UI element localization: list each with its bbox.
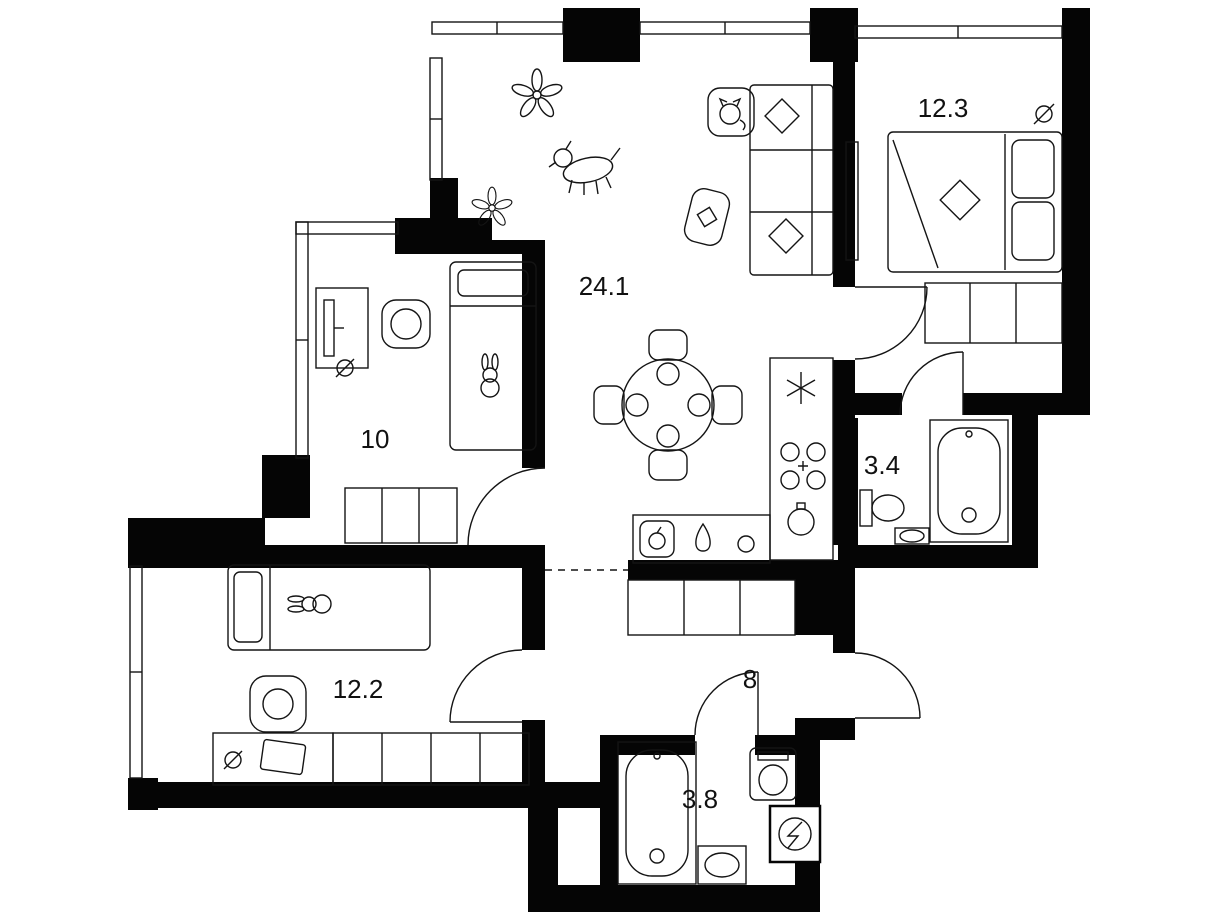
toilet bbox=[859, 489, 905, 527]
room-bathroom-2 bbox=[617, 741, 822, 885]
label-hallway: 8 bbox=[743, 664, 757, 694]
sink bbox=[697, 845, 747, 885]
pillow-icon bbox=[768, 218, 804, 254]
room-bathroom bbox=[859, 419, 1009, 545]
dining-table bbox=[593, 329, 743, 481]
room-kids bbox=[315, 261, 537, 544]
room-living-kitchen bbox=[471, 68, 834, 564]
label-bathroom: 3.4 bbox=[864, 450, 900, 480]
drop-icon bbox=[695, 522, 711, 552]
label-kids-room-2: 12.2 bbox=[333, 674, 384, 704]
fridge-icon bbox=[786, 372, 816, 404]
kitchen-sink-icon bbox=[787, 502, 815, 536]
pillow-icon bbox=[1011, 201, 1055, 261]
door-bedroom bbox=[854, 286, 928, 360]
window-kids-room-2-left bbox=[129, 565, 143, 779]
label-living-kitchen: 24.1 bbox=[579, 271, 630, 301]
window-bedroom-top bbox=[854, 25, 1063, 39]
door-bathroom bbox=[899, 351, 964, 416]
room-labels: 24.1 12.3 10 3.4 12.2 8 3.8 bbox=[333, 93, 969, 814]
bunny-toy-icon bbox=[480, 353, 500, 398]
hall-cabinet bbox=[627, 579, 796, 636]
window-living-top-left bbox=[431, 21, 564, 35]
pillow-icon bbox=[233, 571, 263, 643]
cooktop-icon bbox=[780, 442, 826, 490]
room-hallway bbox=[627, 579, 796, 636]
desk-chair bbox=[249, 675, 307, 733]
room-bedroom bbox=[845, 103, 1063, 344]
side-table-with-cat bbox=[707, 87, 755, 137]
door-kids-room-2 bbox=[449, 649, 523, 723]
windows bbox=[129, 21, 1063, 779]
window-living-top-right bbox=[639, 21, 811, 35]
bathtub bbox=[617, 741, 697, 885]
pillow-icon bbox=[764, 98, 800, 134]
single-bed bbox=[227, 564, 431, 651]
desk-chair bbox=[381, 299, 431, 349]
cat-icon bbox=[719, 103, 741, 125]
pillow-icon bbox=[1011, 139, 1055, 199]
door-kids-room bbox=[467, 467, 546, 546]
socket-icon bbox=[335, 358, 355, 378]
corner-sofa bbox=[749, 84, 834, 276]
plant-icon bbox=[471, 186, 513, 226]
door-entrance bbox=[854, 652, 921, 719]
desk-with-monitor bbox=[315, 287, 369, 369]
single-bed bbox=[449, 261, 537, 451]
laptop-icon bbox=[259, 738, 307, 776]
faucet-icon bbox=[737, 535, 755, 553]
wardrobe bbox=[332, 732, 530, 786]
cutting-board-icon bbox=[639, 520, 675, 558]
door-bathroom-2 bbox=[694, 671, 759, 736]
label-bathroom-2: 3.8 bbox=[682, 784, 718, 814]
desk-with-laptop bbox=[212, 732, 334, 786]
dog-illustration bbox=[548, 140, 621, 195]
bunny-toy-icon bbox=[287, 594, 332, 614]
socket-icon bbox=[1033, 103, 1055, 125]
toilet bbox=[749, 747, 797, 801]
wardrobe bbox=[344, 487, 458, 544]
chair bbox=[648, 449, 688, 481]
bathtub bbox=[929, 419, 1009, 543]
walls bbox=[128, 8, 1090, 912]
plant-icon bbox=[511, 68, 563, 118]
window-living-left bbox=[429, 57, 443, 181]
chair bbox=[593, 385, 625, 425]
radiator bbox=[845, 141, 859, 261]
chair bbox=[648, 329, 688, 361]
monitor-icon bbox=[323, 299, 335, 357]
pillow-icon bbox=[457, 269, 529, 297]
room-kids-2 bbox=[212, 564, 530, 786]
wardrobe bbox=[924, 282, 1063, 344]
double-bed bbox=[887, 131, 1063, 273]
chair bbox=[711, 385, 743, 425]
label-kids-room: 10 bbox=[361, 424, 390, 454]
electrical-panel-icon bbox=[768, 804, 822, 864]
armchair bbox=[683, 188, 731, 246]
label-bedroom: 12.3 bbox=[918, 93, 969, 123]
window-kids-room-left bbox=[295, 221, 399, 459]
pillow-icon bbox=[939, 179, 981, 221]
socket-icon bbox=[223, 750, 243, 770]
sink bbox=[894, 527, 930, 545]
kitchen-counter bbox=[632, 357, 834, 564]
